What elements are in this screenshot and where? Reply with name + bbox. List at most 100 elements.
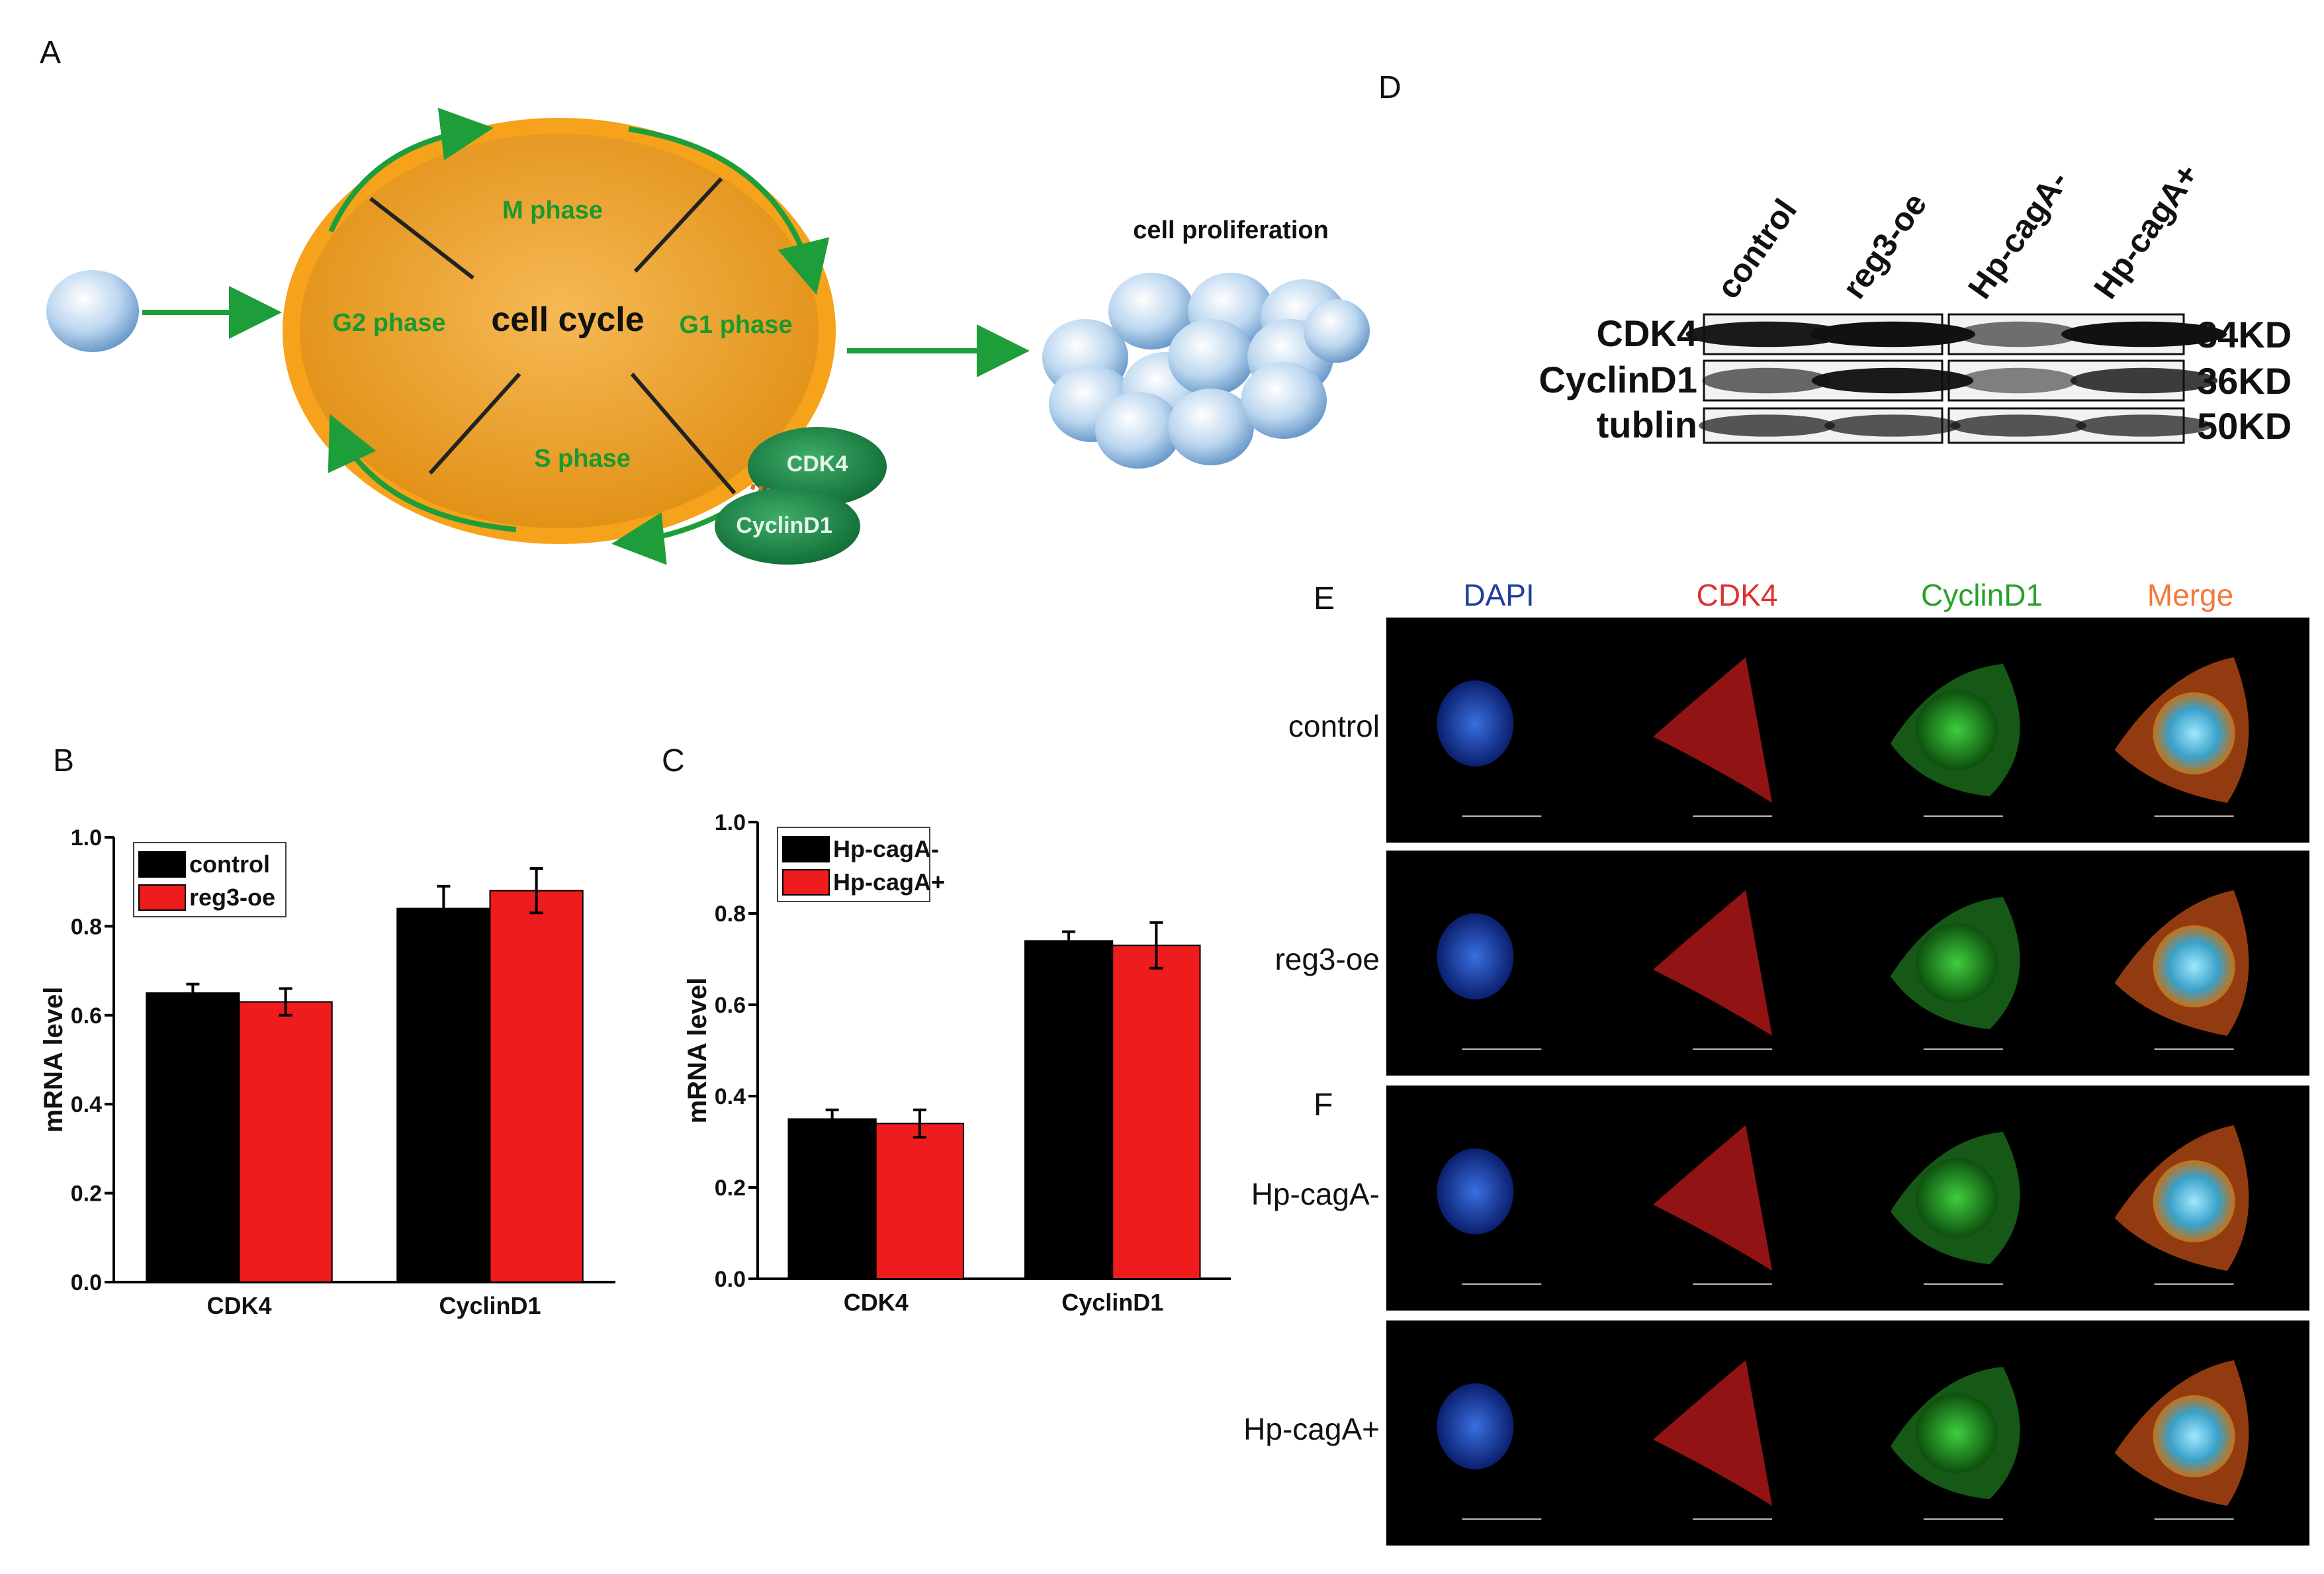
label-cdk4-blob: CDK4 [787,451,848,477]
bar [489,890,584,1283]
row-label: Hp-cagA- [1251,1177,1380,1211]
lane-label: Hp-cagA- [1961,163,2075,305]
bar [787,1118,877,1279]
y-axis-label: mRNA level [683,978,712,1124]
merge-nucleus [2153,1395,2235,1477]
bar [146,992,240,1283]
panel-label-c: C [662,743,685,778]
blot-band [1959,367,2078,394]
cycle-arrow-top [328,107,494,233]
cycle-arrow-right [628,126,830,295]
nucleus-stain [1437,1383,1514,1469]
protein-label: tublin [1597,404,1697,445]
cell-ball [1304,299,1370,363]
channel-label: CyclinD1 [1921,578,2043,612]
y-tick-label: 0.6 [715,993,746,1018]
divider-ur [633,177,723,273]
panel-label-a: A [40,35,61,70]
label-cell-cycle: cell cycle [491,301,644,339]
cycle-body [300,134,819,528]
proliferating-cells [1042,273,1370,469]
nucleus-stain [1437,913,1514,999]
label-cyclind1-blob: CyclinD1 [736,513,832,538]
legend-label: Hp-cagA- [833,835,939,862]
blot-band [1955,321,2081,347]
label-g2-phase: G2 phase [332,309,445,337]
lane-label: reg3-oe [1835,186,1934,305]
protein-label: CDK4 [1597,312,1697,354]
channel-label: DAPI [1463,578,1534,612]
molecular-weight: 36KD [2197,360,2292,402]
bar [238,1001,333,1283]
cell-ball [1168,319,1254,396]
legend-swatch [138,851,186,878]
y-tick-label: 0.4 [71,1092,102,1117]
bar [875,1123,965,1280]
y-tick-label: 0.0 [715,1267,746,1292]
row-label: reg3-oe [1274,942,1380,976]
nucleus-stain [1437,1148,1514,1234]
merge-nucleus [2153,692,2235,774]
legend-label: reg3-oe [189,884,275,911]
cyclind1-nucleus [1915,923,1998,1003]
y-axis-label: mRNA level [39,987,68,1133]
cyclind1-blob [715,488,860,565]
cyclind1-nucleus [1915,690,1998,770]
molecular-weight: 50KD [2197,405,2292,447]
cdk4-stain [1653,657,1773,803]
protein-label: CyclinD1 [1539,359,1697,400]
panel-label-e: E [1314,581,1335,616]
lane-label: Hp-cagA+ [2086,157,2206,305]
y-tick-label: 0.4 [715,1084,746,1109]
y-tick-label: 0.6 [71,1003,102,1029]
legend-label: Hp-cagA+ [833,868,945,896]
panel-label-b: B [53,743,74,778]
divider-ul [369,197,474,280]
cdk4-stain [1653,890,1773,1036]
bar [1112,945,1201,1280]
blot-band [1824,414,1961,437]
cell-ball [1108,273,1194,349]
cyclind1-nucleus [1915,1393,1998,1473]
y-tick-label: 0.2 [71,1181,102,1207]
blot-band [1699,414,1835,437]
cdk4-stain [1653,1125,1773,1271]
cdk4-blob [748,427,887,506]
cell-ball [1241,362,1327,439]
label-s-phase: S phase [534,445,631,473]
blot-band [2070,367,2218,394]
legend-swatch [782,869,830,896]
row-label: control [1288,709,1380,743]
blot-band [2076,414,2212,437]
legend-swatch [782,836,830,862]
divider-ll [428,372,521,475]
y-tick-label: 0.8 [71,914,102,939]
category-label: CyclinD1 [439,1292,541,1319]
cycle-arrow-left [328,414,517,532]
divider-lr [630,373,737,494]
channel-label: CDK4 [1697,578,1778,612]
nucleus-stain [1437,680,1514,766]
label-g1-phase: G1 phase [679,311,792,339]
cell-ball [1168,389,1254,465]
blot-band [1702,367,1832,394]
cyclind1-nucleus [1915,1158,1998,1238]
legend-swatch [138,884,186,911]
merge-nucleus [2153,1160,2235,1242]
y-tick-label: 0.8 [715,902,746,927]
category-label: CyclinD1 [1061,1289,1163,1316]
cdk4-stain [1653,1360,1773,1506]
panel-label-f: F [1314,1088,1333,1123]
label-cell-proliferation: cell proliferation [1133,216,1329,244]
blot-band [1685,321,1848,347]
cell-ball [1095,392,1181,469]
bar [396,907,491,1283]
blot-band [1950,414,2086,437]
blot-band [2061,321,2227,347]
legend-label: control [189,851,270,878]
